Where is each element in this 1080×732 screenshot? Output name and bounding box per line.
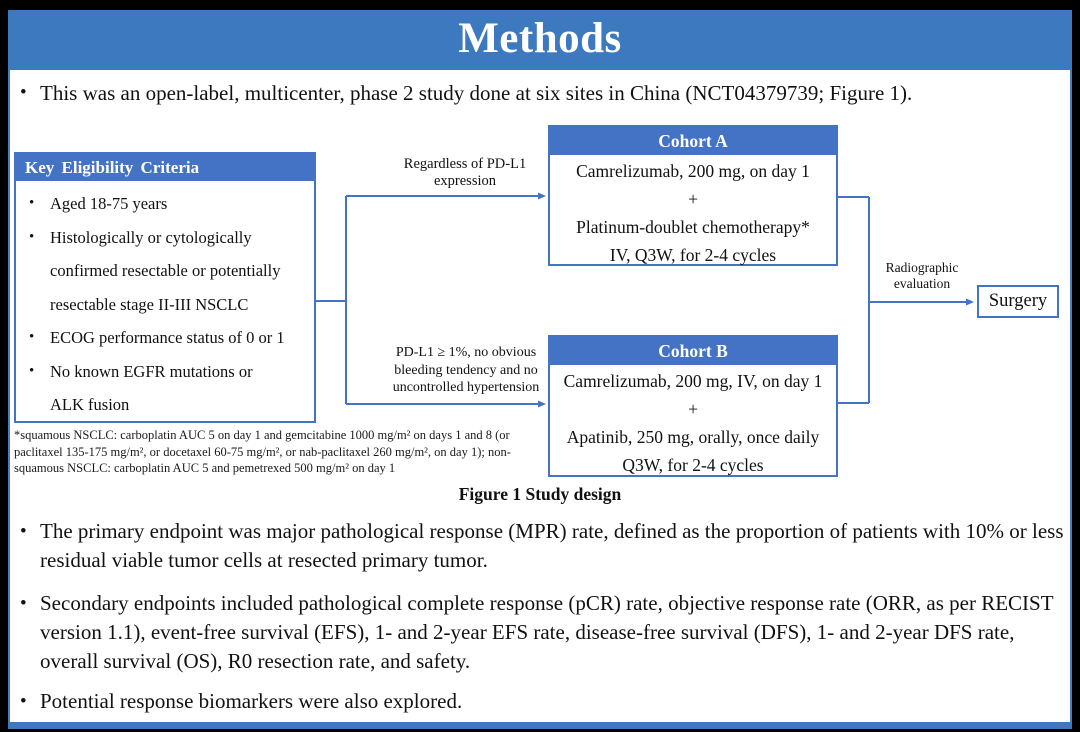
- cohort-a-box: Cohort A Camrelizumab, 200 mg, on day 1 …: [548, 125, 838, 266]
- surgery-box: Surgery: [977, 285, 1059, 318]
- intro-bullet: This was an open-label, multicenter, pha…: [14, 79, 1070, 107]
- title-band: Methods: [8, 10, 1072, 70]
- page-title: Methods: [458, 15, 622, 62]
- eligibility-box: Key Eligibility Criteria Aged 18-75 year…: [14, 152, 316, 423]
- eligibility-header: Key Eligibility Criteria: [16, 154, 314, 181]
- surgery-label: Surgery: [988, 291, 1048, 311]
- cohort-a-body: Camrelizumab, 200 mg, on day 1 + Platinu…: [576, 161, 810, 265]
- eligibility-item: Histologically or cytologically confirme…: [16, 221, 314, 322]
- eligibility-item: No known EGFR mutations or ALK fusion: [16, 355, 314, 422]
- bottom-accent-strip: [8, 722, 1072, 729]
- eligibility-body: Aged 18-75 years Histologically or cytol…: [16, 181, 314, 422]
- secondary-endpoints-bullet: Secondary endpoints included pathologica…: [14, 589, 1066, 676]
- radiographic-evaluation-label: Radiographic evaluation: [885, 260, 959, 291]
- figure-caption: Figure 1 Study design: [458, 484, 622, 504]
- primary-endpoint-bullet: The primary endpoint was major pathologi…: [14, 517, 1066, 575]
- cohort-a-header: Cohort A: [550, 127, 836, 155]
- biomarkers-bullet: Potential response biomarkers were also …: [14, 687, 1066, 716]
- branch-label-cohort-a: Regardless of PD-L1 expression: [403, 156, 527, 189]
- cohort-b-header: Cohort B: [550, 337, 836, 365]
- eligibility-item: Aged 18-75 years: [16, 187, 314, 221]
- chemotherapy-footnote: *squamous NSCLC: carboplatin AUC 5 on da…: [14, 428, 511, 475]
- cohort-b-box: Cohort B Camrelizumab, 200 mg, IV, on da…: [548, 335, 838, 477]
- branch-label-cohort-b: PD-L1 ≥ 1%, no obvious bleeding tendency…: [392, 345, 540, 395]
- eligibility-item: ECOG performance status of 0 or 1: [16, 321, 314, 355]
- cohort-b-body: Camrelizumab, 200 mg, IV, on day 1 + Apa…: [563, 371, 823, 475]
